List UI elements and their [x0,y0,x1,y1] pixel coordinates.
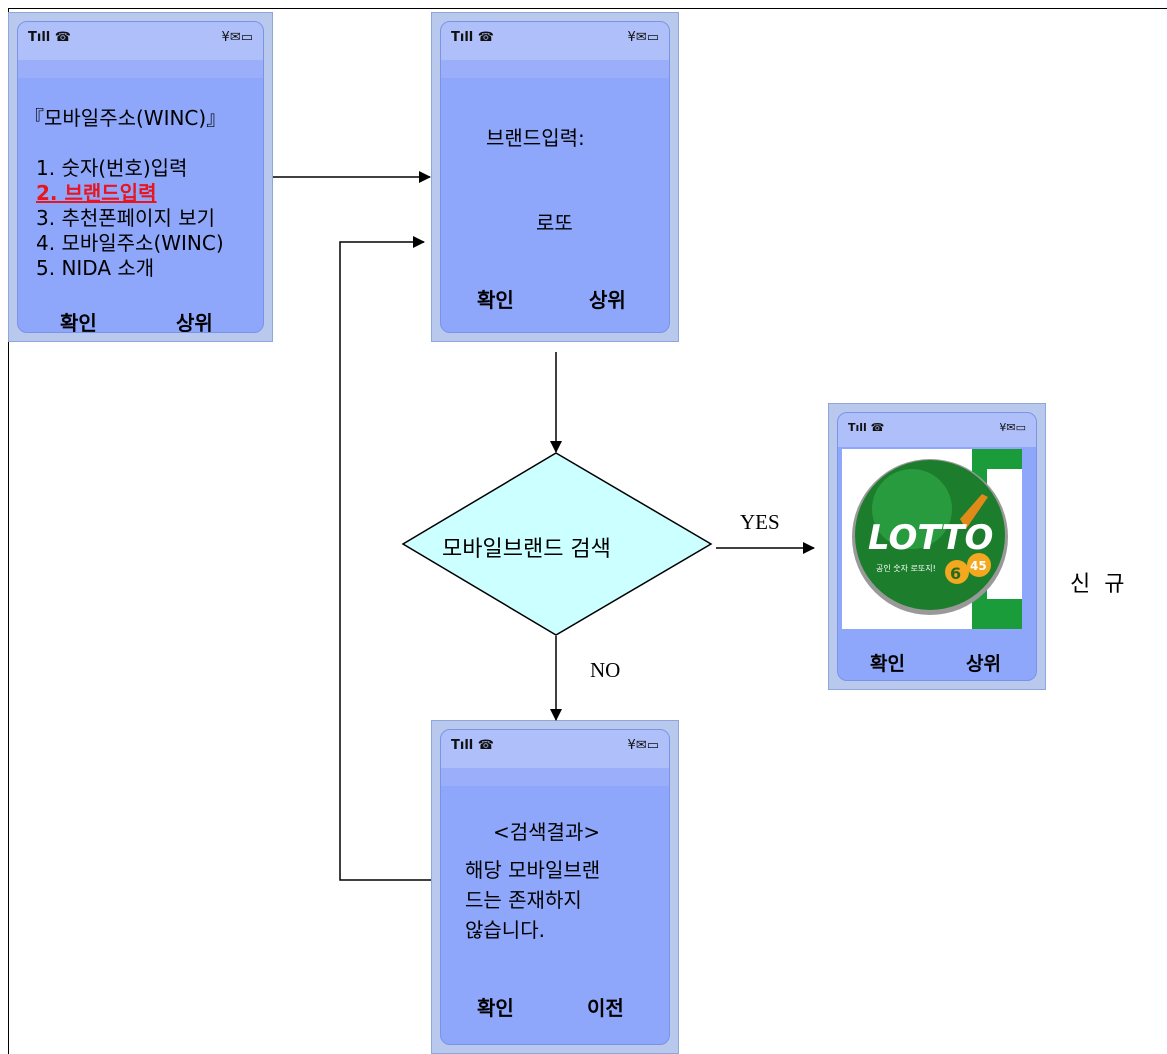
header-band [441,60,669,78]
back-softkey[interactable]: 상위 [589,288,626,312]
status-bar: Tıll ☎ ¥✉▭ [18,22,263,60]
lotto-logo-icon: LOTTO 6 45 공인 숫자 로또지! [842,449,1022,629]
signal-icon: Tıll ☎ [451,30,494,45]
header-band [441,768,669,786]
arrow-retry-loop [339,236,431,881]
phone-screen: Tıll ☎ ¥✉▭ <검색결과> 해당 모바일브랜 드는 존재하지 않습니다.… [440,729,670,1045]
battery-icon: ¥✉▭ [627,30,659,45]
svg-text:6: 6 [950,564,961,583]
confirm-softkey[interactable]: 확인 [477,996,514,1020]
decision-diamond [401,452,713,636]
status-bar: Tıll ☎ ¥✉▭ [441,730,669,768]
menu-item-number-input[interactable]: 1. 숫자(번호)입력 [36,156,188,180]
search-result-heading: <검색결과> [493,820,601,844]
signal-icon: Tıll ☎ [451,738,494,753]
menu-item-mobile-address[interactable]: 4. 모바일주소(WINC) [36,231,224,255]
frame-left-border [8,8,9,1054]
signal-icon: Tıll ☎ [848,421,885,434]
yes-label: YES [740,510,780,534]
new-label: 신 규 [1070,572,1125,597]
search-result-line-3: 않습니다. [465,918,545,942]
phone-lotto-result: Tıll ☎ ¥✉▭ LOTTO 6 45 공인 숫자 로또지! 확인 상위 [828,403,1046,690]
confirm-softkey[interactable]: 확인 [870,653,905,675]
lotto-logo-image: LOTTO 6 45 공인 숫자 로또지! [842,449,1022,629]
frame-top-border [8,8,1167,9]
svg-text:LOTTO: LOTTO [868,518,993,558]
menu-item-brand-input[interactable]: 2. 브랜드입력 [36,181,157,205]
header-band [18,60,263,78]
svg-text:공인 숫자 로또지!: 공인 숫자 로또지! [876,563,936,573]
back-softkey[interactable]: 상위 [966,653,1001,675]
signal-icon: Tıll ☎ [28,30,71,45]
status-bar: Tıll ☎ ¥✉▭ [441,22,669,60]
back-softkey[interactable]: 상위 [176,311,213,333]
status-bar: Tıll ☎ ¥✉▭ [838,413,1036,447]
menu-item-nida[interactable]: 5. NIDA 소개 [36,256,155,280]
battery-icon: ¥✉▭ [999,421,1026,434]
previous-softkey[interactable]: 이전 [587,996,624,1020]
menu-title: 『모바일주소(WINC)』 [24,106,227,130]
brand-input-value[interactable]: 로또 [536,211,573,235]
decision-label: 모바일브랜드 검색 [442,537,611,562]
battery-icon: ¥✉▭ [627,738,659,753]
no-label: NO [590,658,621,682]
phone-search-result: Tıll ☎ ¥✉▭ <검색결과> 해당 모바일브랜 드는 존재하지 않습니다.… [431,720,679,1054]
phone-screen: Tıll ☎ ¥✉▭ 『모바일주소(WINC)』 1. 숫자(번호)입력 2. … [17,21,264,333]
search-result-line-1: 해당 모바일브랜 [465,858,601,882]
phone-main-menu: Tıll ☎ ¥✉▭ 『모바일주소(WINC)』 1. 숫자(번호)입력 2. … [8,12,273,342]
svg-text:45: 45 [970,559,987,573]
menu-item-recommended[interactable]: 3. 추천폰페이지 보기 [36,206,215,230]
confirm-softkey[interactable]: 확인 [477,288,514,312]
search-result-line-2: 드는 존재하지 [465,888,582,912]
brand-input-prompt: 브랜드입력: [486,126,585,150]
phone-screen: Tıll ☎ ¥✉▭ 브랜드입력: 로또 확인 상위 [440,21,670,333]
confirm-softkey[interactable]: 확인 [60,311,97,333]
phone-screen: Tıll ☎ ¥✉▭ LOTTO 6 45 공인 숫자 로또지! 확인 상위 [837,412,1037,681]
phone-brand-input: Tıll ☎ ¥✉▭ 브랜드입력: 로또 확인 상위 [431,12,679,342]
battery-icon: ¥✉▭ [221,30,253,45]
